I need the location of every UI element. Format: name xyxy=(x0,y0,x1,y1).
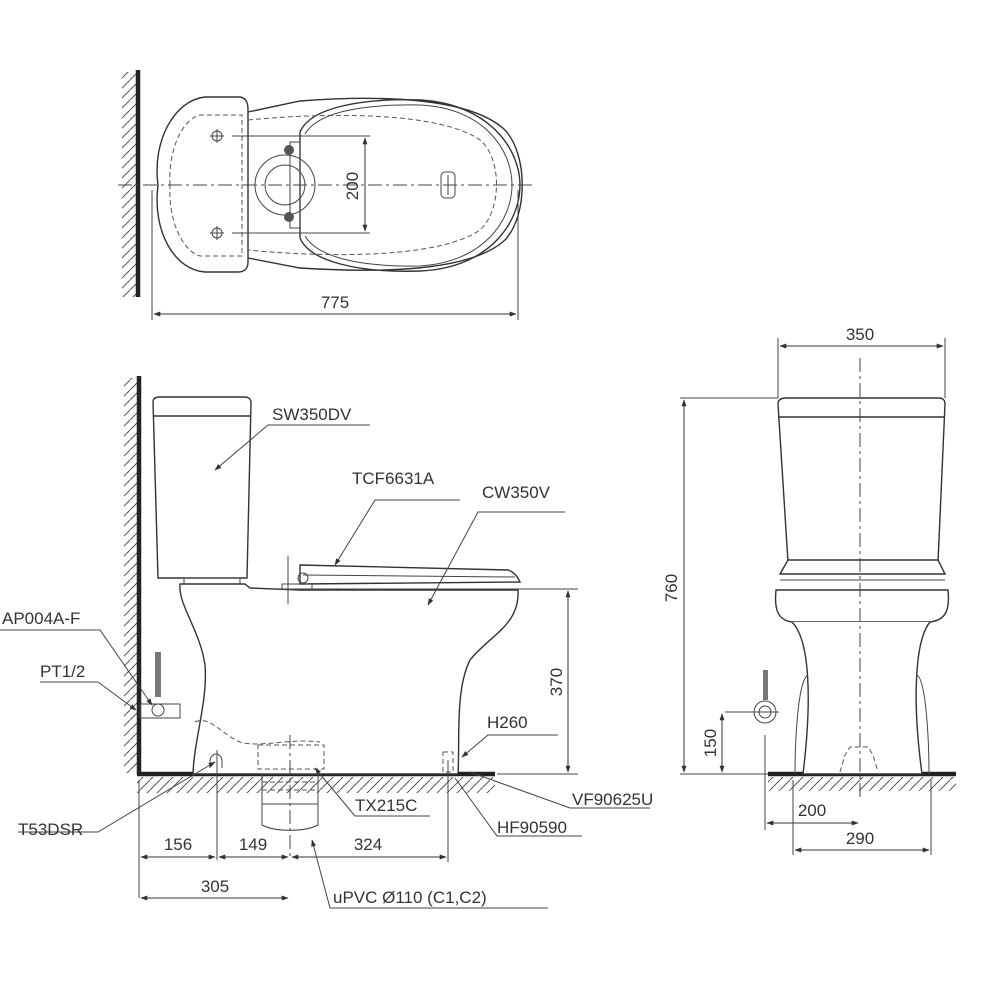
bowl-front xyxy=(774,589,950,623)
floor-hatching xyxy=(137,777,495,793)
front-view: 350 760 150 200 290 xyxy=(662,325,956,855)
floor-hatching xyxy=(768,777,956,791)
label-angle-valve: AP004A-F xyxy=(2,609,80,628)
dim-rear-fixing-to-drain: 149 xyxy=(239,835,267,854)
tank-outline-top xyxy=(156,96,249,273)
dim-overall-height: 760 xyxy=(662,574,681,602)
dim-drain-to-front-fixing: 324 xyxy=(354,835,382,854)
seat-side xyxy=(299,564,522,585)
supply-hose-icon xyxy=(763,670,768,700)
dim-inlet-height: 150 xyxy=(701,729,720,757)
label-bolt-cap: H260 xyxy=(487,713,528,732)
label-tank: SW350DV xyxy=(272,405,352,424)
supply-hose-icon xyxy=(155,652,161,697)
dim-overall-length: 775 xyxy=(321,293,349,312)
dim-wall-to-drain: 305 xyxy=(201,877,229,896)
label-front-fixing: HF90590 xyxy=(497,818,567,837)
dim-bolt-spacing: 200 xyxy=(343,172,362,200)
dim-seat-height: 370 xyxy=(547,668,566,696)
label-bowl: CW350V xyxy=(482,483,551,502)
label-rear-fixing: T53DSR xyxy=(18,820,83,839)
dim-wall-to-rear-fixing: 156 xyxy=(164,835,192,854)
bowl-side xyxy=(179,583,519,775)
label-inlet-thread: PT1/2 xyxy=(40,662,85,681)
tank-front xyxy=(777,397,946,563)
top-view: 200 775 xyxy=(118,70,535,320)
label-drain-pipe: uPVC Ø110 (C1,C2) xyxy=(333,888,487,907)
dim-tank-width: 350 xyxy=(846,325,874,344)
side-view: 370 156 149 324 305 SW350DV TCF6631A CW3… xyxy=(0,376,653,909)
label-seat: TCF6631A xyxy=(352,469,435,488)
label-floor-bolt: VF90625U xyxy=(572,790,653,809)
wall-hatching xyxy=(124,378,137,773)
label-outlet-flange: TX215C xyxy=(355,796,417,815)
dim-inlet-offset: 200 xyxy=(798,801,826,820)
tank-side xyxy=(152,396,252,579)
dim-base-width: 290 xyxy=(846,829,874,848)
